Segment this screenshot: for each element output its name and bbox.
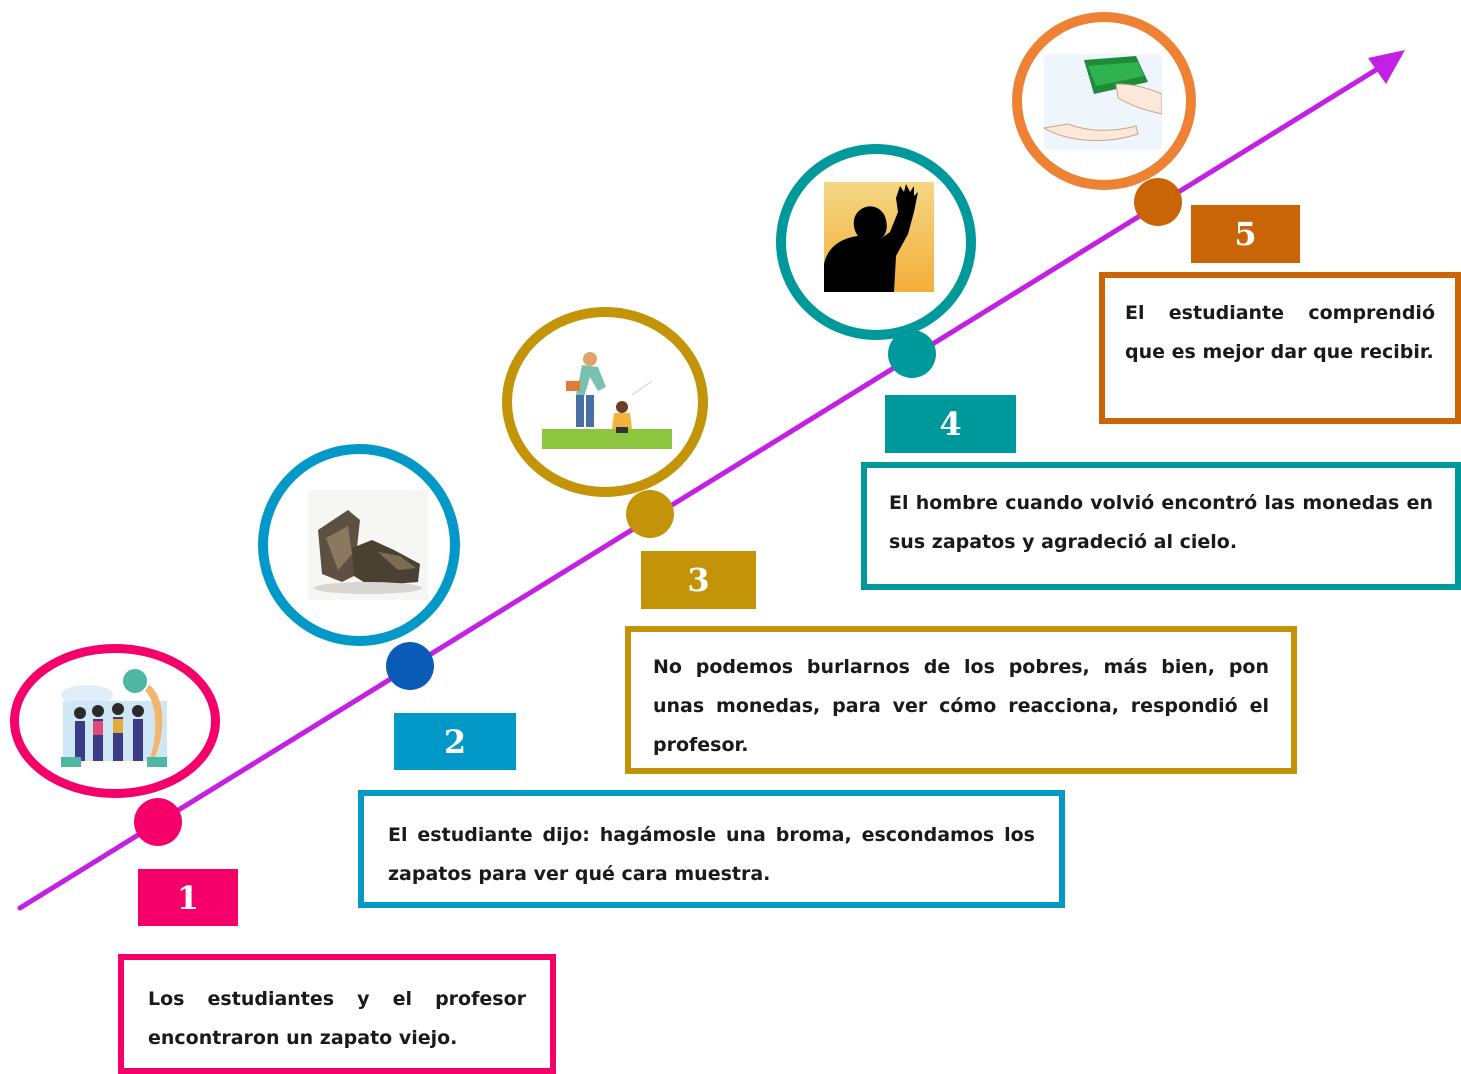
step-5-dot (1134, 178, 1182, 226)
waving-man-silhouette-icon (824, 182, 934, 292)
teacher-student-icon (532, 347, 682, 457)
step-1-text: Los estudiantes y el profesor encontraro… (148, 988, 526, 1049)
arrow-head-icon (1368, 50, 1405, 84)
step-1-number-badge: 1 (138, 869, 238, 926)
step-2-image-ring (258, 444, 460, 646)
old-shoes-icon (308, 490, 428, 600)
step-2-text-box: El estudiante dijo: hagámosle una broma,… (358, 790, 1065, 908)
step-4-image-ring (776, 144, 976, 340)
step-2-dot (386, 642, 434, 690)
step-4-number-badge: 4 (885, 395, 1016, 453)
step-1-dot (134, 798, 182, 846)
step-2-text: El estudiante dijo: hagámosle una broma,… (388, 824, 1035, 885)
step-5-image-ring (1012, 12, 1196, 190)
step-1-text-box: Los estudiantes y el profesor encontraro… (118, 954, 556, 1074)
step-3-text-box: No podemos burlarnos de los pobres, más … (625, 626, 1297, 774)
step-4-text: El hombre cuando volvió encontró las mon… (889, 492, 1433, 553)
step-5-text: El estudiante comprendió que es mejor da… (1125, 302, 1435, 363)
step-5-text-box: El estudiante comprendió que es mejor da… (1099, 272, 1461, 424)
step-1-image-ring (10, 644, 220, 798)
step-4-text-box: El hombre cuando volvió encontró las mon… (861, 462, 1461, 590)
step-3-image-ring (502, 307, 708, 497)
step-3-text: No podemos burlarnos de los pobres, más … (653, 656, 1269, 756)
money-hands-icon (1044, 54, 1162, 150)
step-3-number-badge: 3 (641, 551, 756, 609)
step-5-number-badge: 5 (1191, 205, 1300, 263)
step-2-number-badge: 2 (394, 713, 516, 770)
step-4-dot (888, 330, 936, 378)
students-group-icon (57, 665, 175, 777)
step-3-dot (626, 490, 674, 538)
